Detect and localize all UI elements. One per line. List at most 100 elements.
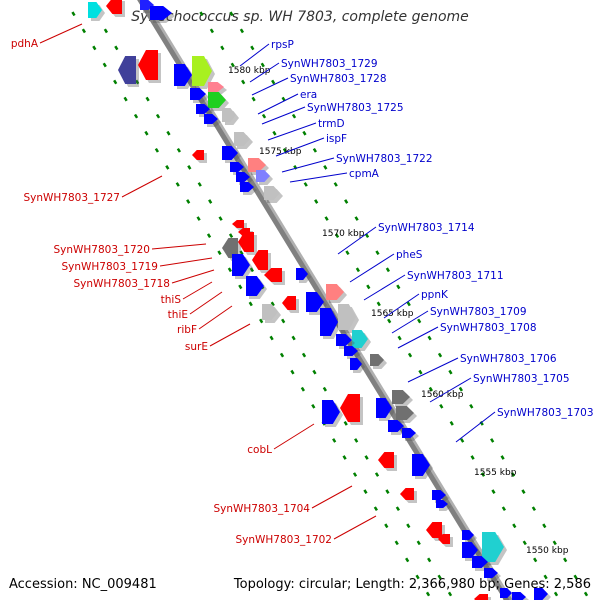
gene-label-plus: cpmA <box>349 168 380 180</box>
gene-arrow-body <box>484 568 498 578</box>
gene-arrow-body <box>118 56 136 84</box>
gene-arrow-body <box>138 50 158 80</box>
gene-arrow <box>264 268 285 285</box>
gene-arrow <box>118 56 139 87</box>
gene-arrow-body <box>340 394 360 422</box>
leader-line <box>407 357 459 383</box>
gene-label-plus: pheS <box>396 249 423 261</box>
gene-arrow-body <box>262 304 278 320</box>
gene-label-minus: SynWH7803_1720 <box>53 244 150 256</box>
guide-track <box>221 0 592 600</box>
leader-line <box>363 274 406 301</box>
gene-arrow <box>484 568 501 581</box>
gene-label-plus: ppnK <box>421 289 449 301</box>
leader-line <box>239 43 270 67</box>
gene-label-plus: SynWH7803_1706 <box>460 353 557 365</box>
gene-label-plus: SynWH7803_1708 <box>440 322 537 334</box>
leader-line <box>337 226 377 255</box>
gene-arrow-body <box>222 108 236 122</box>
gene-label-minus: ribF <box>177 324 197 336</box>
gene-arrow <box>262 304 281 323</box>
gene-label-minus: SynWH7803_1719 <box>61 261 158 273</box>
gene-label-plus: SynWH7803_1711 <box>407 270 504 282</box>
gene-arrow-body <box>240 182 254 192</box>
scale-tick-label: 1580 kbp <box>228 66 271 76</box>
gene-label-plus: SynWH7803_1709 <box>430 306 527 318</box>
gene-arrow <box>192 56 215 89</box>
gene-arrow <box>350 358 365 373</box>
gene-arrow-body <box>392 390 410 404</box>
leader-line <box>198 305 233 330</box>
gene-label-minus: SynWH7803_1727 <box>23 192 120 204</box>
leader-line <box>455 411 496 443</box>
gene-arrow-body <box>474 594 488 600</box>
gene-arrow <box>512 592 529 600</box>
gene-arrow-body <box>208 92 226 108</box>
gene-arrow-body <box>192 150 204 160</box>
gene-arrow-body <box>150 6 172 20</box>
gene-arrow-body <box>432 490 446 500</box>
gene-label-minus: SynWH7803_1718 <box>73 278 170 290</box>
leader-line <box>383 293 420 319</box>
scale-tick-label: 1550 kbp <box>526 546 569 556</box>
gene-arrow <box>438 534 453 547</box>
gene-label-minus: thiE <box>168 309 188 321</box>
guide-track <box>85 0 456 600</box>
gene-arrow <box>222 108 239 125</box>
gene-arrow-body <box>282 296 296 310</box>
gene-arrow-body <box>378 452 394 468</box>
gene-arrow <box>436 500 451 511</box>
gene-arrow <box>296 268 311 283</box>
gene-arrow <box>322 400 343 427</box>
leader-line <box>39 23 83 44</box>
gene-arrow <box>204 114 221 127</box>
gene-arrow-body <box>196 104 210 114</box>
gene-arrow-body <box>426 522 442 538</box>
gene-arrow <box>396 406 417 423</box>
gene-arrow-body <box>436 500 448 508</box>
gene-arrow-body <box>264 268 282 282</box>
gene-arrow <box>222 146 241 163</box>
gene-arrow-body <box>232 254 250 276</box>
guide-track <box>63 0 434 600</box>
gene-arrow-body <box>438 534 450 544</box>
gene-arrow-body <box>482 532 504 562</box>
gene-arrow <box>392 390 413 407</box>
gene-arrow <box>400 488 417 503</box>
gene-label-minus: SynWH7803_1702 <box>235 534 332 546</box>
gene-arrow-body <box>306 292 324 312</box>
gene-label-plus: SynWH7803_1705 <box>473 373 570 385</box>
gene-label-minus: SynWH7803_1704 <box>213 503 310 515</box>
gene-arrow-body <box>192 56 212 86</box>
gene-arrow-body <box>246 276 264 296</box>
gene-label-plus: SynWH7803_1728 <box>290 73 387 85</box>
gene-arrow-body <box>208 82 224 92</box>
genome-title: Synechococcus sp. WH 7803, complete geno… <box>131 9 469 25</box>
gene-arrow-body <box>88 2 102 18</box>
gene-arrow-body <box>222 146 238 160</box>
scale-tick-label: 1555 kbp <box>474 468 517 478</box>
gene-arrow-body <box>350 358 362 370</box>
gene-arrow-body <box>400 488 414 500</box>
gene-label-minus: pdhA <box>11 38 39 50</box>
gene-arrow <box>240 182 257 195</box>
gene-arrow <box>340 394 363 425</box>
gene-arrow <box>256 170 273 185</box>
gene-label-plus: SynWH7803_1714 <box>378 222 475 234</box>
gene-arrow <box>190 88 209 103</box>
gene-arrow-body <box>238 232 254 252</box>
gene-arrow-body <box>352 330 368 348</box>
gene-arrow-body <box>396 406 414 420</box>
leader-line <box>249 62 280 83</box>
gene-arrow-body <box>230 162 244 172</box>
gene-arrow <box>370 354 387 369</box>
gene-arrow-body <box>322 400 340 424</box>
genome-summary: Topology: circular; Length: 2,366,980 bp… <box>233 577 591 592</box>
gene-arrow <box>138 50 161 83</box>
leader-line <box>251 77 289 96</box>
gene-arrow <box>232 254 253 279</box>
gene-arrow-body <box>326 284 344 300</box>
leader-line <box>289 172 348 183</box>
gene-arrow <box>482 532 507 565</box>
